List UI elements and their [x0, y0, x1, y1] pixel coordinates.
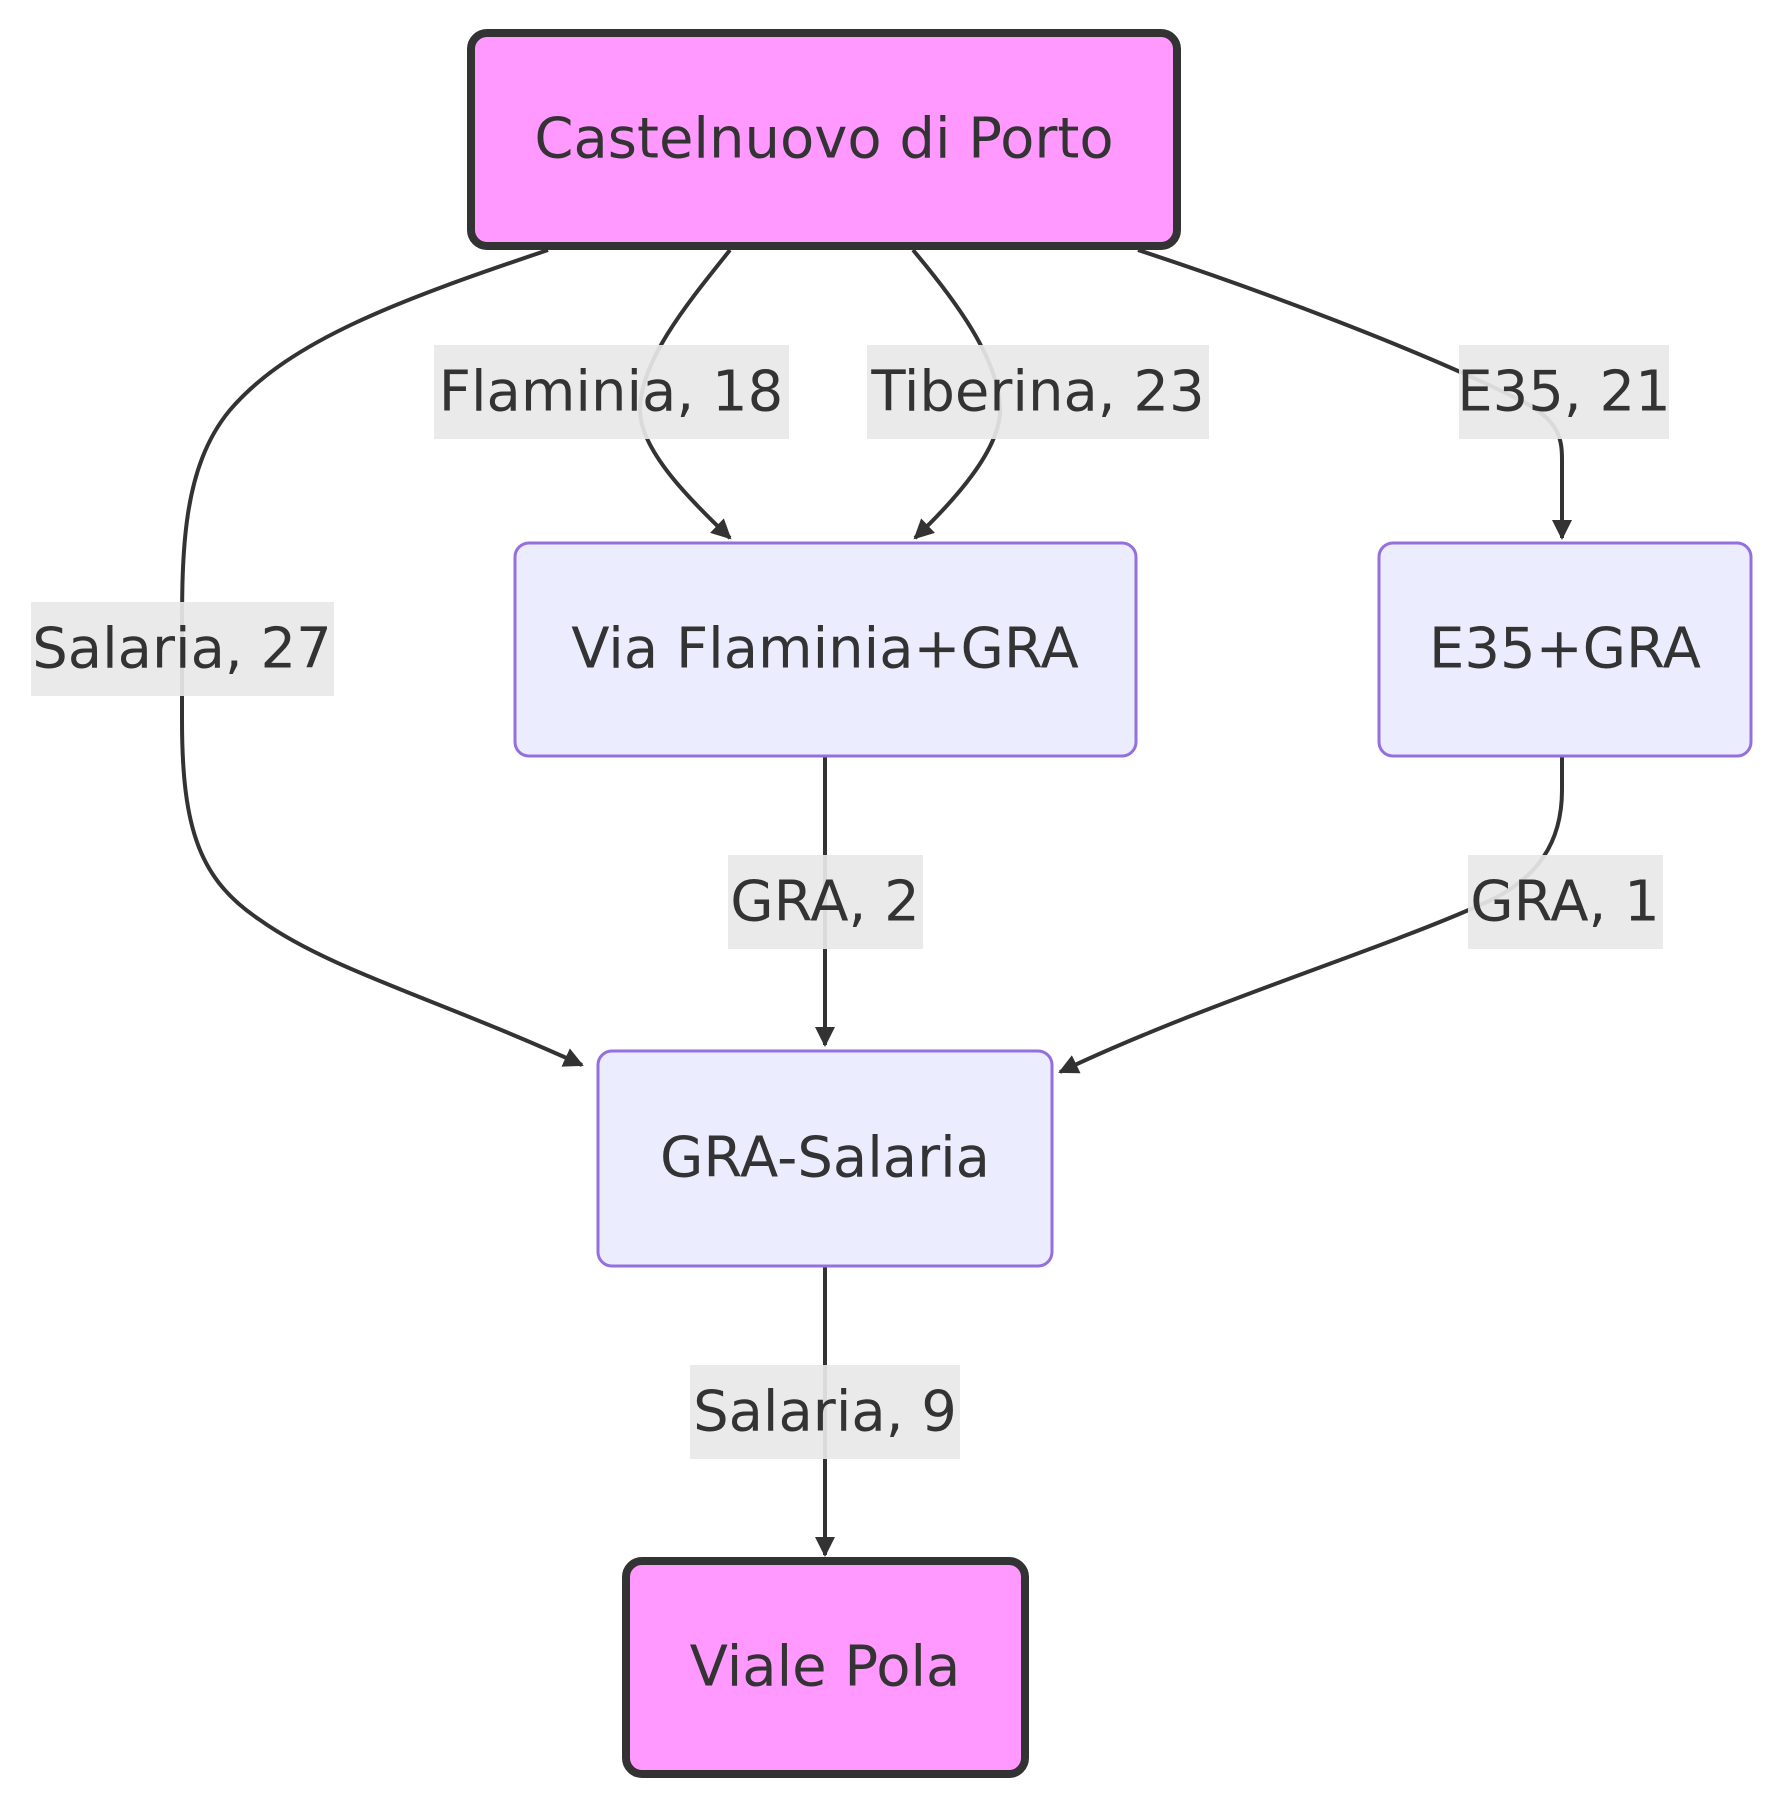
edge-label-text: E35, 21	[1457, 360, 1671, 425]
edge-labels: Flaminia, 18 Tiberina, 23 E35, 21 Salari…	[31, 345, 1671, 1459]
node-label: Via Flaminia+GRA	[571, 617, 1079, 682]
edge-label-text: Tiberina, 23	[870, 360, 1204, 425]
node-via-flaminia-gra: Via Flaminia+GRA	[513, 541, 1138, 758]
node-gra-salaria: GRA-Salaria	[596, 1049, 1054, 1268]
nodes: Castelnuovo di Porto Via Flaminia+GRA E3…	[467, 29, 1753, 1778]
edge-label-text: Salaria, 9	[693, 1380, 957, 1445]
node-viale-pola: Viale Pola	[622, 1557, 1029, 1778]
edge-label-gra-1: GRA, 1	[1468, 855, 1663, 949]
edge-label-gra-2: GRA, 2	[728, 855, 923, 949]
node-label: Viale Pola	[690, 1635, 961, 1700]
node-label: Castelnuovo di Porto	[534, 107, 1113, 172]
edge-label-salaria-27: Salaria, 27	[31, 602, 334, 696]
edge-label-salaria-9: Salaria, 9	[690, 1365, 960, 1459]
node-label: GRA-Salaria	[660, 1126, 990, 1191]
node-label: E35+GRA	[1429, 617, 1701, 682]
edge-label-flaminia: Flaminia, 18	[434, 345, 789, 439]
node-e35-gra: E35+GRA	[1377, 541, 1753, 758]
edge-label-text: GRA, 2	[730, 870, 920, 935]
edge-label-text: GRA, 1	[1470, 870, 1660, 935]
edge-label-e35: E35, 21	[1457, 345, 1671, 439]
edge-gra-1	[1058, 755, 1564, 1074]
node-castelnuovo-di-porto: Castelnuovo di Porto	[467, 29, 1181, 250]
edge-label-tiberina: Tiberina, 23	[867, 345, 1209, 439]
edge-label-text: Salaria, 27	[32, 617, 332, 682]
edge-label-text: Flaminia, 18	[439, 360, 783, 425]
